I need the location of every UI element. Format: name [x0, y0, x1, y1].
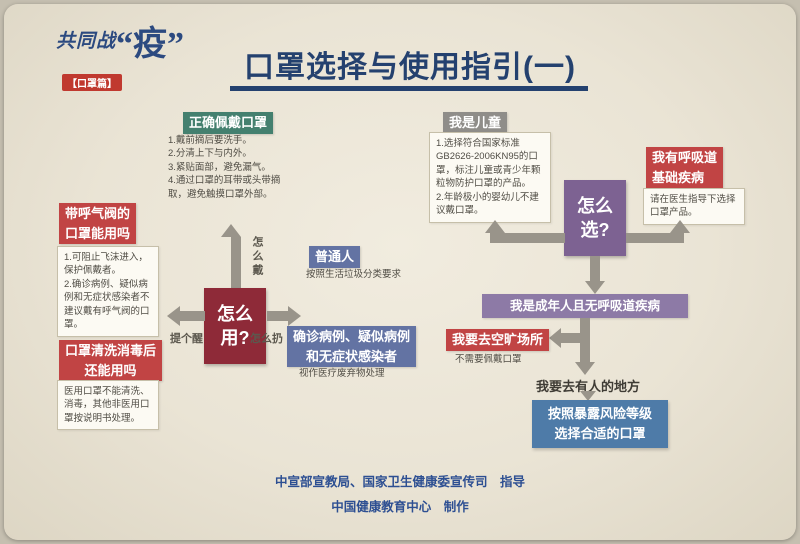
respiratory-note: 请在医生指导下选择口罩产品。: [643, 188, 745, 225]
connector-adult-bar: [590, 256, 600, 283]
branch-open-bar: [561, 333, 581, 343]
connector-child-bar: [490, 233, 565, 243]
how-to-use-node: 怎么 用?: [204, 288, 266, 364]
valve-note: 1.可阻止飞沫进入，保护佩戴者。 2.确诊病例、疑似病例和无症状感染者不建议戴有…: [57, 246, 159, 337]
confirmed-note: 视作医疗废弃物处理: [299, 368, 385, 379]
logo-badge: 【口罩篇】: [62, 74, 122, 91]
crowded-place-label: 我要去有人的地方: [536, 379, 641, 394]
respiratory-heading: 我有呼吸道 基础疾病: [646, 147, 724, 188]
arrow-wear-head: [221, 224, 241, 237]
child-note: 1.选择符合国家标准GB2626-2006KN95的口罩，标注儿童或青少年颗粒物…: [429, 132, 551, 223]
arrow-remind-head: [167, 306, 180, 326]
connector-child-head: [485, 220, 505, 233]
arrow-wear-bar: [231, 237, 241, 289]
open-area-heading: 我要去空旷场所: [446, 329, 550, 351]
wear-heading: 正确佩戴口罩: [183, 112, 274, 134]
wear-steps: 1.戴前摘后要洗手。 2.分清上下与内外。 3.紧贴面部，避免漏气。 4.通过口…: [168, 135, 281, 200]
open-area-note: 不需要佩戴口罩: [455, 354, 522, 365]
arrow-discard-head: [288, 306, 301, 326]
arrow-discard-bar: [267, 311, 288, 321]
label-how-to-wear: 怎么戴: [251, 236, 263, 278]
logo: 共同战 “疫”: [56, 26, 184, 62]
footer-line1: 中宣部宣教局、国家卫生健康委宣传司 指导: [274, 475, 525, 489]
adult-bar: 我是成年人且无呼吸道疾病: [482, 294, 688, 318]
arrow-remind-bar: [180, 311, 205, 321]
child-heading: 我是儿童: [443, 112, 508, 134]
wash-heading: 口罩清洗消毒后 还能用吗: [59, 340, 163, 381]
page-title: 口罩选择与使用指引(一): [244, 51, 576, 84]
confirmed-heading: 确诊病例、疑似病例 和无症状感染者: [287, 326, 417, 367]
how-to-choose-node: 怎么 选?: [564, 180, 626, 256]
valve-heading: 带呼气阀的 口罩能用吗: [59, 203, 137, 244]
stem-bar: [580, 318, 590, 364]
logo-prefix: 共同战: [56, 31, 117, 52]
connector-resp-head: [670, 220, 690, 233]
logo-main: “疫”: [116, 26, 185, 63]
footer-line2: 中国健康教育中心 制作: [331, 500, 469, 514]
ordinary-note: 按照生活垃圾分类要求: [306, 269, 402, 280]
branch-open-head: [549, 328, 561, 348]
risk-connector-head: [580, 391, 596, 401]
title-underline: [230, 86, 588, 91]
label-reminder: 提个醒: [170, 333, 203, 345]
ordinary-heading: 普通人: [309, 246, 361, 268]
connector-resp-bar: [626, 233, 684, 243]
label-how-to-discard: 怎么扔: [250, 333, 283, 345]
wash-note: 医用口罩不能清洗、消毒，其他非医用口罩按说明书处理。: [57, 380, 159, 431]
connector-adult-head: [585, 281, 605, 294]
stem-head: [575, 362, 595, 375]
risk-level-box: 按照暴露风险等级 选择合适的口罩: [532, 400, 668, 448]
